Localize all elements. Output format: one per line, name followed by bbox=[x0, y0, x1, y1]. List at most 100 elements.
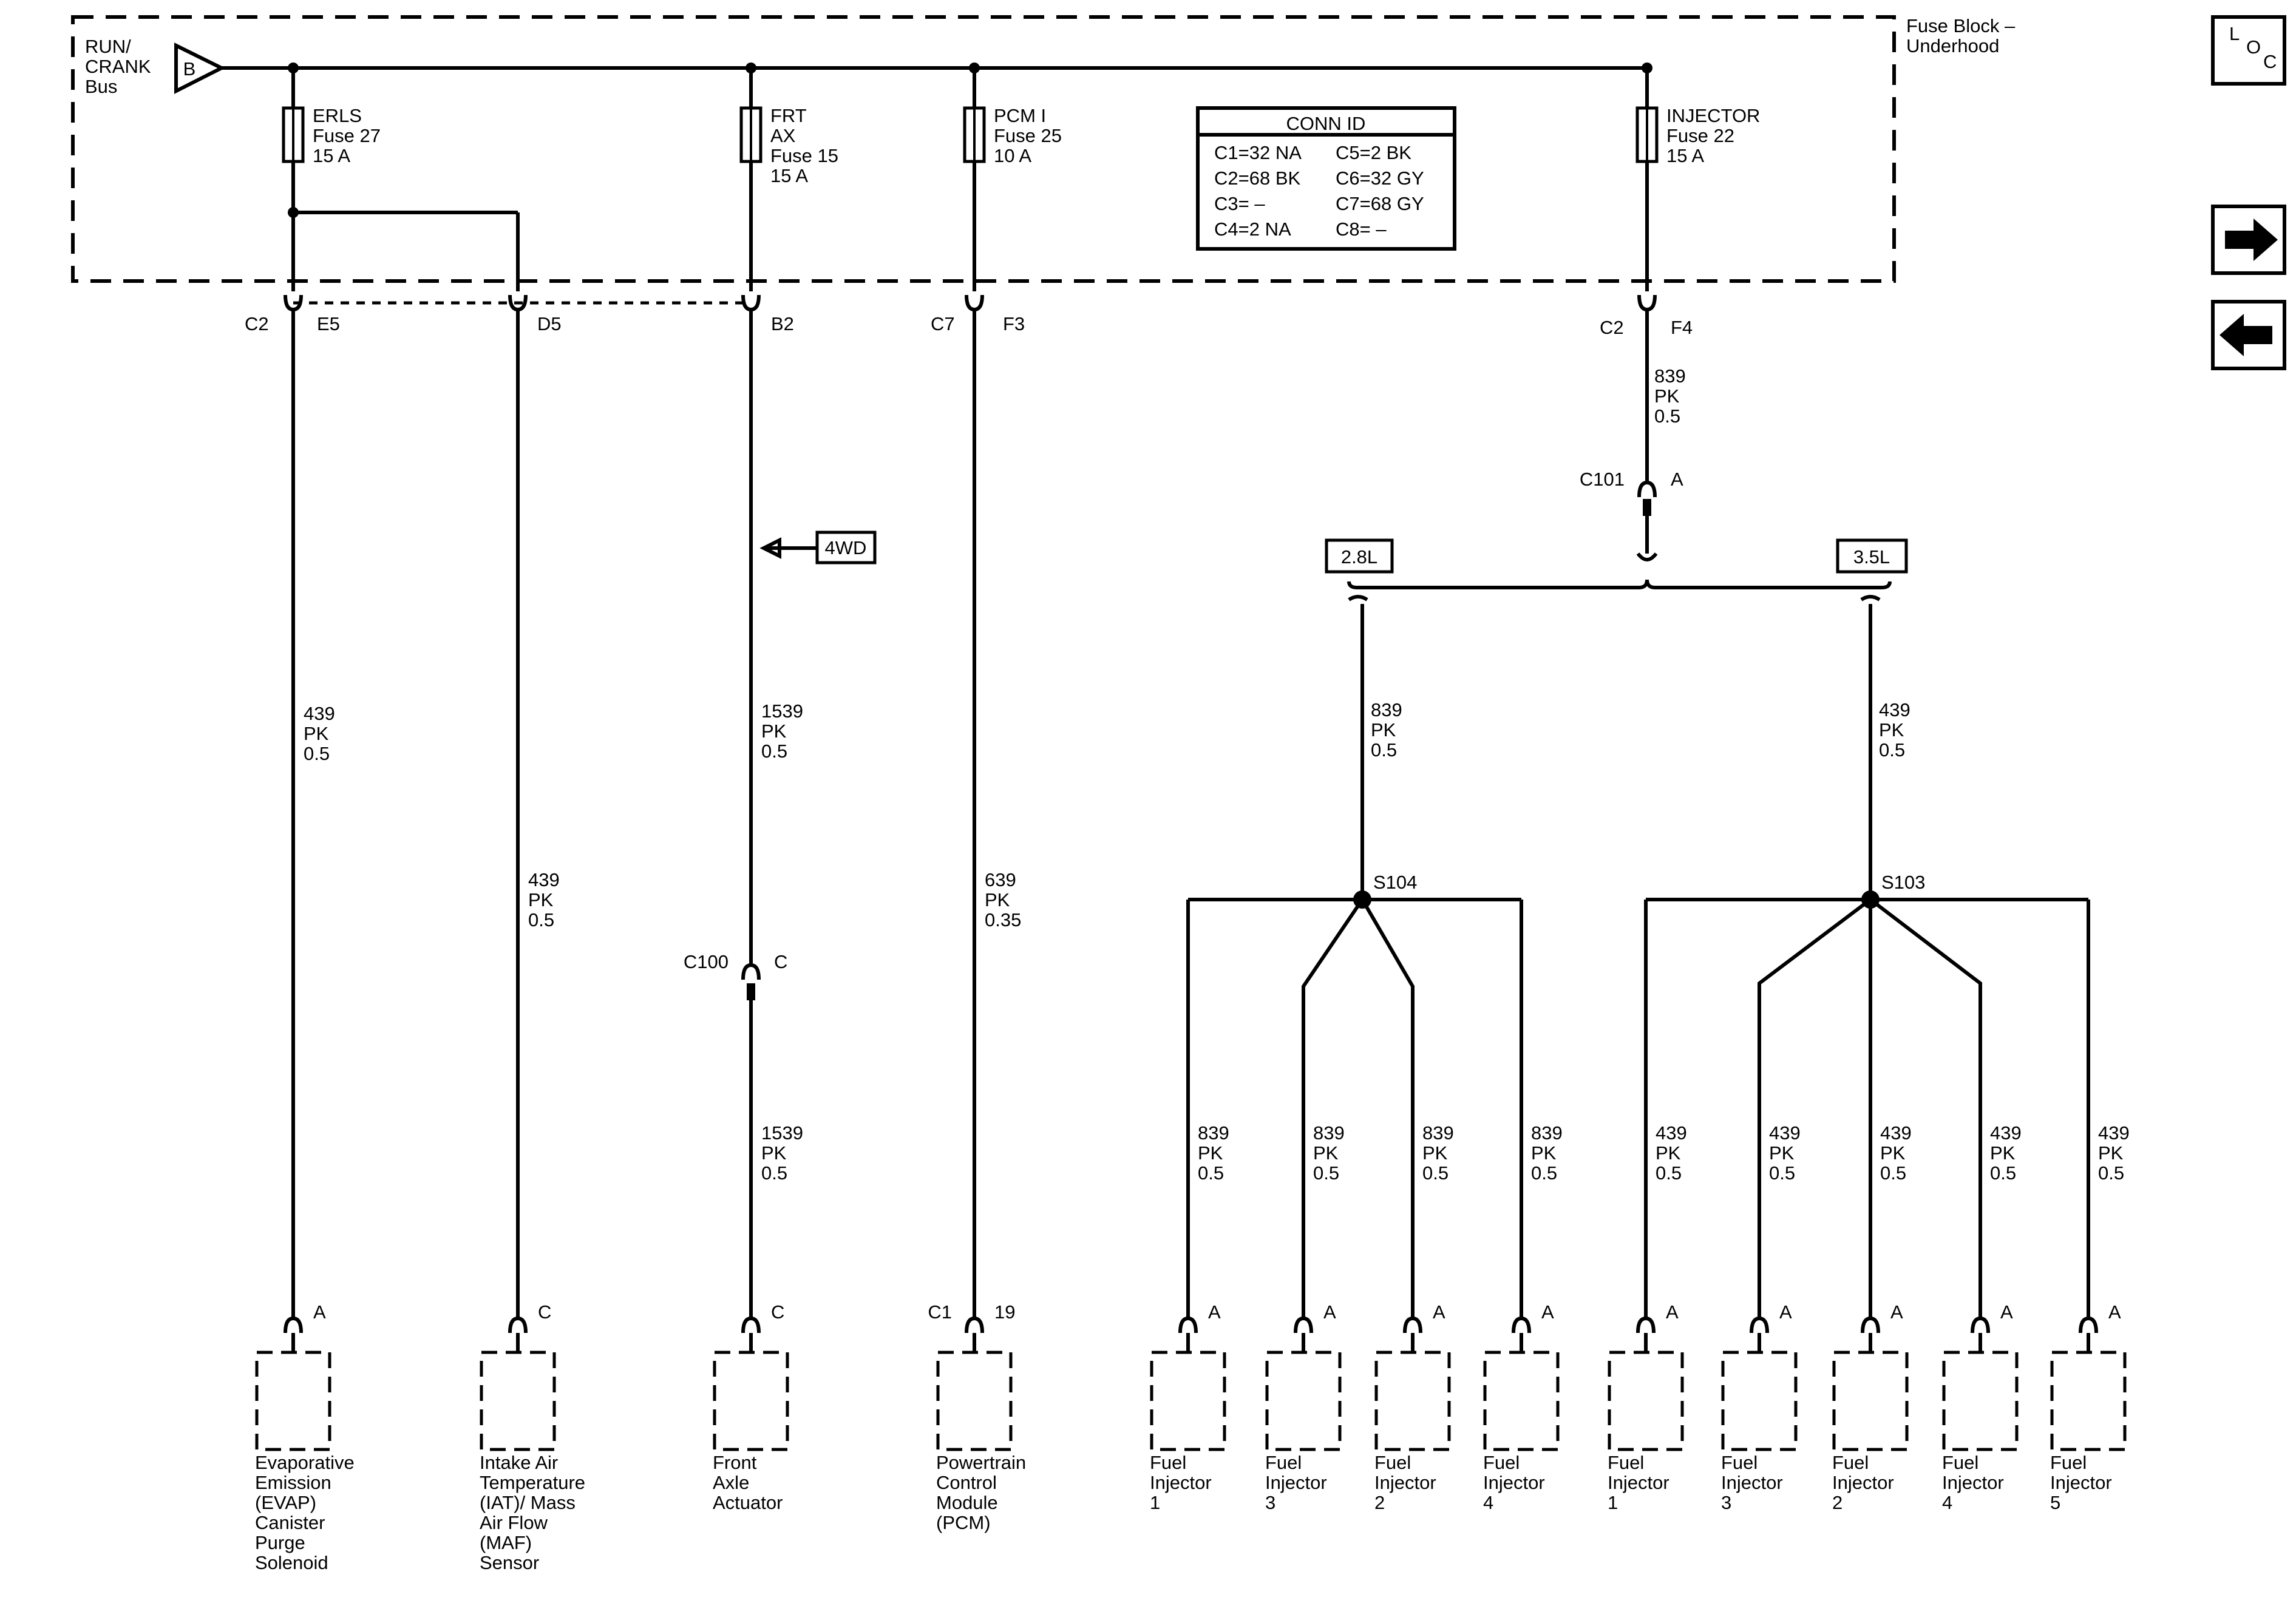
iat-maf-sensor-label: Temperature bbox=[480, 1472, 585, 1493]
component-box bbox=[1374, 1351, 1451, 1451]
pcm-module-label: (PCM) bbox=[936, 1512, 991, 1533]
evap-solenoid-label: (EVAP) bbox=[255, 1492, 316, 1513]
component-box bbox=[1483, 1351, 1560, 1451]
feed-2-8l-label: 839 bbox=[1371, 699, 1402, 720]
feed-2-8l-label: 0.5 bbox=[1371, 739, 1397, 761]
fuel-injector-3-5l-label: Fuel bbox=[1942, 1452, 1978, 1473]
fuse-label: 15 A bbox=[770, 165, 808, 186]
connector-symbol bbox=[965, 294, 984, 312]
fuse-block-label: Underhood bbox=[1906, 35, 1999, 56]
injector-wire-label: 0.5 bbox=[1880, 1162, 1906, 1184]
fuel-injector-2-8l-pin-label: A bbox=[1541, 1301, 1554, 1323]
evap-wire-label: 0.5 bbox=[304, 743, 330, 764]
fuel-injector-2-8l-label: Fuel bbox=[1374, 1452, 1411, 1473]
fuse-label: FRT bbox=[770, 105, 807, 126]
fuel-injector-3-5l-pin-label: A bbox=[2000, 1301, 2013, 1323]
injector-wire-label: 0.5 bbox=[1313, 1162, 1339, 1184]
bus-label: Bus bbox=[85, 76, 117, 97]
fuse-label: Fuse 22 bbox=[1666, 125, 1734, 146]
evap-solenoid-label: Solenoid bbox=[255, 1552, 328, 1573]
evap-solenoid-label: Evaporative bbox=[255, 1452, 355, 1473]
front-axle-wire-label: 1539 bbox=[761, 700, 803, 722]
injector-wire bbox=[1360, 898, 1415, 1317]
fuse-block-label: Fuse Block – bbox=[1906, 15, 2016, 36]
next-page-button[interactable] bbox=[2211, 205, 2286, 275]
injector-wire-label: 839 bbox=[1198, 1122, 1229, 1144]
pcm-module-label: Control bbox=[936, 1472, 997, 1493]
fuel-injector-3-5l-label: 3 bbox=[1721, 1492, 1731, 1513]
component-box bbox=[936, 1351, 1013, 1451]
injector-wire-label: PK bbox=[1990, 1142, 2016, 1164]
fuse-label: 15 A bbox=[1666, 145, 1704, 166]
connector-id-label: C2 bbox=[245, 313, 269, 334]
connector-pin-label: D5 bbox=[537, 313, 562, 334]
fuel-injector-3-5l-label: 2 bbox=[1832, 1492, 1843, 1513]
fuel-injector-3-5l-pin-label: A bbox=[2108, 1301, 2121, 1323]
fuel-injector-2-8l-label: Fuel bbox=[1483, 1452, 1520, 1473]
fuel-injector-3-5l-label: Fuel bbox=[1832, 1452, 1869, 1473]
fuel-injector-2-8l-label: 3 bbox=[1265, 1492, 1275, 1513]
fuse-block-boundary bbox=[71, 15, 1896, 283]
connector-id-label: C7 bbox=[931, 313, 955, 334]
component-box bbox=[1150, 1351, 1226, 1451]
component-box bbox=[713, 1351, 789, 1451]
front-axle-actuator-label: Front bbox=[713, 1452, 757, 1473]
feed-3-5l-label: 439 bbox=[1879, 699, 1911, 720]
connector-symbol bbox=[1971, 1316, 1990, 1334]
injector-wire-label: 0.5 bbox=[1656, 1162, 1682, 1184]
option-break-symbol bbox=[1860, 595, 1881, 602]
component-box bbox=[1608, 1351, 1684, 1451]
injector-feed-wire-label: 0.5 bbox=[1654, 405, 1680, 427]
injector-wire-label: PK bbox=[1313, 1142, 1339, 1164]
fuel-injector-3-5l-label: 4 bbox=[1942, 1492, 1952, 1513]
option-3-5l-label: 3.5L bbox=[1853, 546, 1890, 568]
front-axle-actuator-label: Axle bbox=[713, 1472, 749, 1493]
evap-solenoid-label: Canister bbox=[255, 1512, 325, 1533]
front-axle-wire-label: 0.5 bbox=[761, 741, 787, 762]
splice-s104-label: S104 bbox=[1373, 872, 1417, 893]
fuel-injector-3-5l-label: Injector bbox=[1721, 1472, 1783, 1493]
connector-symbol bbox=[1750, 1316, 1769, 1334]
iat-maf-sensor-label: Sensor bbox=[480, 1552, 539, 1573]
component-box bbox=[1721, 1351, 1798, 1451]
loc-button-frame bbox=[2211, 15, 2286, 86]
connector-symbol bbox=[1637, 480, 1657, 498]
connector-symbol bbox=[1512, 1316, 1531, 1334]
evap-wire-label: PK bbox=[304, 723, 329, 744]
loc-letter: L bbox=[2229, 23, 2240, 44]
loc-button[interactable]: LOC bbox=[2211, 15, 2286, 86]
feed-3-5l-label: PK bbox=[1879, 719, 1904, 741]
injector-wire-label: PK bbox=[1656, 1142, 1681, 1164]
fuel-injector-2-8l-pin-label: A bbox=[1323, 1301, 1336, 1323]
injector-wire-label: 439 bbox=[1769, 1122, 1801, 1144]
previous-page-button[interactable] bbox=[2211, 300, 2286, 370]
front-axle-wire-label: 0.5 bbox=[761, 1162, 787, 1184]
component-box bbox=[1942, 1351, 2019, 1451]
bus-label: CRANK bbox=[85, 56, 151, 77]
bus-label: RUN/ bbox=[85, 36, 131, 57]
iat-maf-sensor-pin-label: C bbox=[538, 1301, 551, 1323]
injector-wire-label: 0.5 bbox=[1422, 1162, 1449, 1184]
conn-id-right: C7=68 GY bbox=[1336, 193, 1424, 214]
fuel-injector-2-8l-label: Injector bbox=[1483, 1472, 1545, 1493]
pcm-wire-label: 0.35 bbox=[985, 909, 1021, 931]
navigation-buttons: LOC bbox=[2211, 15, 2286, 370]
injector-wire-label: PK bbox=[1422, 1142, 1448, 1164]
iat-wire-label: 439 bbox=[528, 869, 560, 890]
front-axle-wire-label: PK bbox=[761, 1142, 787, 1164]
pcm-wire-label: PK bbox=[985, 889, 1010, 910]
injector-wire bbox=[1758, 898, 1872, 1317]
conn-id-left: C2=68 BK bbox=[1214, 168, 1301, 189]
fuel-injector-3-5l-label: 5 bbox=[2050, 1492, 2060, 1513]
iat-maf-sensor-label: Intake Air bbox=[480, 1452, 558, 1473]
fuel-injector-2-8l-pin-label: A bbox=[1433, 1301, 1445, 1323]
conn-id-right: C5=2 BK bbox=[1336, 142, 1411, 163]
conn-id-right: C8= – bbox=[1336, 219, 1387, 240]
fuel-injector-2-8l-label: 2 bbox=[1374, 1492, 1385, 1513]
conn-id-left: C3= – bbox=[1214, 193, 1265, 214]
fuel-injector-3-5l-label: Injector bbox=[1832, 1472, 1894, 1493]
fuse-label: Fuse 25 bbox=[994, 125, 1062, 146]
connector-symbol bbox=[2079, 1316, 2098, 1334]
injector-wire-label: 0.5 bbox=[1198, 1162, 1224, 1184]
